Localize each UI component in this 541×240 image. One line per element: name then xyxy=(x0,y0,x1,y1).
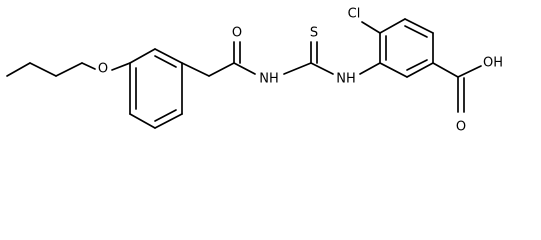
bond xyxy=(154,48,183,64)
bond xyxy=(129,48,156,64)
amide-nh-label: NH xyxy=(259,72,279,87)
bond xyxy=(111,62,131,71)
bond xyxy=(406,62,434,78)
atom-labels: O O NH S NH Cl OH O xyxy=(98,7,503,135)
bond xyxy=(359,62,381,75)
aryl-nh-label: NH xyxy=(336,72,356,87)
bond xyxy=(181,62,210,77)
bond xyxy=(154,113,183,129)
carbonyl-oxygen-label: O xyxy=(232,26,242,41)
hydroxyl-label: OH xyxy=(483,56,503,71)
bond xyxy=(81,62,96,70)
bond xyxy=(379,18,406,34)
bond xyxy=(432,62,459,78)
bond xyxy=(208,62,235,77)
bond-lines xyxy=(6,18,482,129)
molecule-canvas: O O NH S NH Cl OH O xyxy=(6,7,503,135)
bond xyxy=(55,62,83,77)
bond xyxy=(6,62,31,77)
bond xyxy=(406,59,428,71)
bond xyxy=(29,62,57,77)
bond xyxy=(379,62,408,78)
acid-oxygen-label: O xyxy=(456,120,466,135)
bond xyxy=(233,62,256,75)
chlorine-label: Cl xyxy=(348,7,361,22)
structure-drawing: O O NH S NH Cl OH O xyxy=(6,7,503,135)
bond xyxy=(457,65,482,78)
bond xyxy=(310,62,334,75)
bond xyxy=(129,113,156,129)
ether-oxygen-label: O xyxy=(98,62,108,77)
bond xyxy=(404,18,434,34)
bond xyxy=(154,55,177,68)
thione-sulfur-label: S xyxy=(310,26,318,41)
bond xyxy=(404,25,428,38)
bond xyxy=(361,21,381,34)
bond xyxy=(154,109,177,122)
bond xyxy=(283,62,312,75)
